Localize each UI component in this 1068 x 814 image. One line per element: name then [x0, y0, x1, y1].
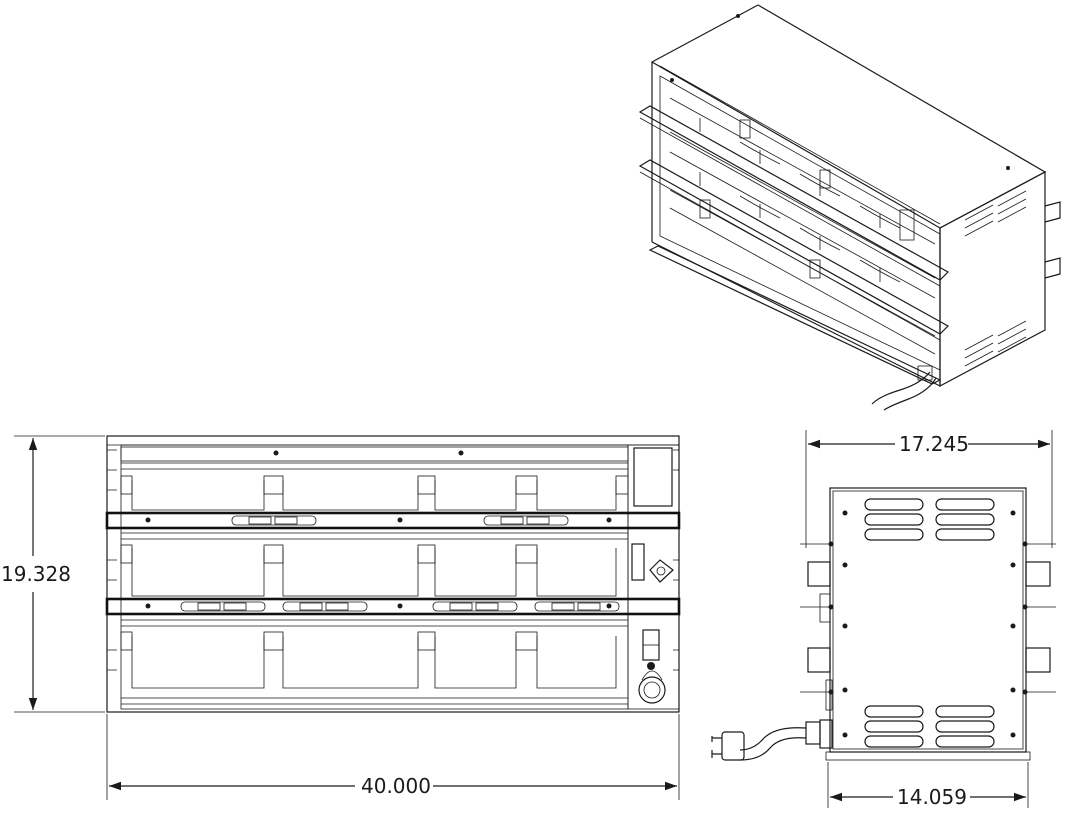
front-pans-row-1 — [120, 462, 629, 511]
side-body — [829, 487, 1027, 753]
side-vents — [864, 498, 995, 748]
front-switch-1 — [631, 543, 645, 581]
front-pans-row-2 — [120, 532, 628, 597]
front-power-inlet — [638, 676, 666, 704]
iso-vents — [964, 190, 1027, 367]
iso-right-face — [939, 171, 1046, 387]
iso-power-cord — [871, 371, 931, 405]
dim-side-top: 17.245 — [805, 430, 1053, 548]
front-display-panel — [633, 447, 673, 507]
iso-shelf-rails — [638, 105, 949, 385]
side-power-cord — [711, 719, 833, 761]
label-side-bottom-depth: 14.059 — [897, 785, 967, 809]
dim-side-bottom: 14.059 — [827, 762, 1029, 809]
dim-overall-height: 19.328 — [1, 435, 105, 713]
side-screws — [842, 510, 1016, 738]
front-shelf-rails — [105, 511, 681, 616]
side-view — [711, 487, 1056, 761]
label-side-top-depth: 17.245 — [899, 432, 969, 456]
side-pins — [800, 541, 1056, 711]
front-outer-frame — [106, 435, 680, 713]
iso-pans — [669, 97, 936, 355]
front-thermostat — [649, 559, 674, 583]
front-control-panel — [631, 543, 674, 704]
label-overall-width: 40.000 — [361, 774, 431, 798]
isometric-view — [638, 4, 1061, 411]
front-view — [105, 435, 681, 713]
dim-overall-width: 40.000 — [106, 714, 680, 800]
front-pans-row-3 — [120, 619, 628, 705]
label-overall-height: 19.328 — [1, 562, 71, 586]
